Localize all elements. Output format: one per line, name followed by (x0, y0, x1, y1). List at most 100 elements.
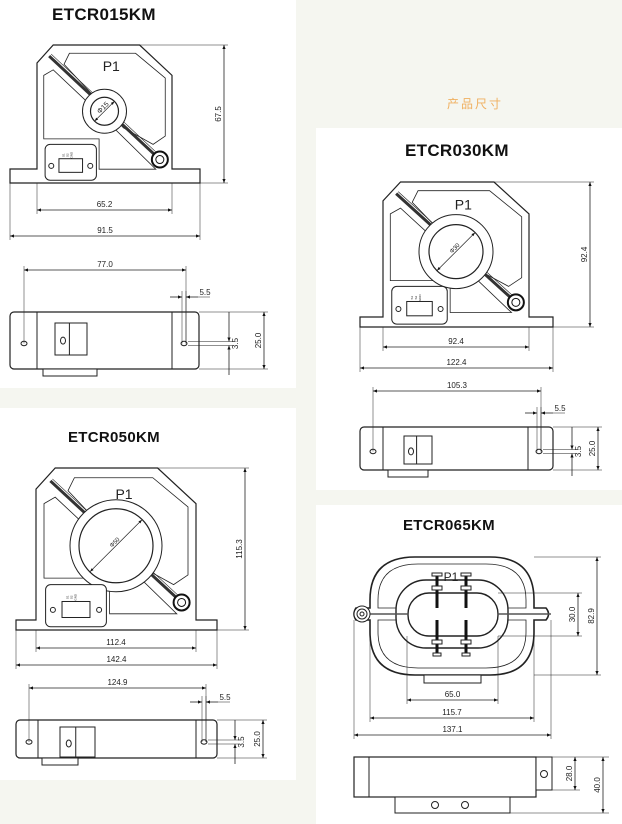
inner-region-bottom (43, 69, 157, 170)
side-view-body (15, 719, 218, 759)
inner-region-bottom (377, 619, 527, 669)
slot-width-label: 5.5 (219, 693, 231, 702)
screw-icon (87, 162, 94, 169)
height-dim-label: 115.3 (235, 539, 244, 559)
side-view-body (353, 756, 537, 798)
model-title-etcr030km: ETCR030KM (405, 141, 509, 160)
section-title: 产品尺寸 (446, 97, 503, 111)
core-window (407, 592, 499, 637)
side-connector-hole (540, 770, 548, 778)
terminal-block (391, 285, 448, 325)
window-height-dim-label: 30.0 (568, 606, 577, 622)
thickness-dim-label: 25.0 (588, 440, 597, 456)
screw-icon (96, 606, 103, 613)
terminal-label: GND (74, 593, 78, 601)
knob-ring (356, 608, 368, 620)
bar-cap (461, 652, 471, 657)
diameter-line (94, 101, 115, 122)
knob-icon (506, 293, 525, 312)
p1-label: P1 (115, 486, 132, 502)
bottom-tab (423, 674, 482, 684)
bar-cap (431, 572, 443, 577)
terminal-label: S2 (66, 153, 70, 157)
side-view-body (9, 311, 200, 370)
hole-spacing-dim-label: 77.0 (97, 260, 113, 269)
slot-height-label: 3.5 (574, 445, 583, 457)
terminal-socket (61, 600, 91, 618)
mount-hole (180, 340, 188, 347)
inner-width-dim-label: 112.4 (106, 638, 126, 647)
bar-clip (431, 585, 443, 591)
inner-region-bottom (389, 207, 513, 313)
thickness-dim-label: 25.0 (253, 731, 262, 747)
knob-icon (150, 150, 169, 169)
mount-hole (431, 801, 439, 809)
bar-cap (460, 572, 472, 577)
terminal-label: S1 (62, 153, 66, 157)
mount-hole (200, 739, 208, 745)
screw-icon (49, 606, 56, 613)
terminal-socket (58, 158, 84, 173)
height-dim-label: 82.9 (587, 608, 596, 624)
hole-spacing-dim-label: 124.9 (107, 678, 128, 687)
overall-width-dim-label: 137.1 (442, 725, 463, 734)
inner-region-top (67, 477, 189, 586)
mount-hole (461, 801, 469, 809)
height-dim-label: 67.5 (214, 106, 223, 122)
side-view-body (359, 426, 554, 471)
screw-icon (437, 306, 444, 313)
model-title-etcr015km: ETCR015KM (52, 5, 156, 24)
p1-label: P1 (455, 197, 472, 213)
knob-icon (172, 593, 191, 612)
inner-region-top (411, 190, 523, 287)
terminal-label: S1 (410, 296, 414, 300)
p1-label: P1 (103, 58, 120, 74)
bar-cap (432, 652, 442, 657)
overall-width-dim-label: 122.4 (446, 358, 467, 367)
overall-width-dim-label: 142.4 (106, 655, 127, 664)
window-width-dim-label: 65.0 (445, 690, 461, 699)
height-dim-label: 92.4 (580, 246, 589, 262)
p1-label: P1 (444, 570, 459, 584)
side-connector (54, 322, 88, 356)
terminal-label: S2 (414, 296, 418, 300)
model-title-etcr065km: ETCR065KM (403, 517, 495, 534)
inner-region-bottom (43, 496, 178, 615)
knob-icon (353, 605, 371, 623)
knob-inner (511, 297, 521, 307)
model-title-etcr050km: ETCR050KM (68, 429, 160, 446)
overall-depth-dim-label: 40.0 (593, 777, 602, 793)
side-bottom-tab (387, 469, 429, 478)
terminal-label: S1 (66, 595, 70, 599)
terminal-label: GND (70, 151, 74, 159)
screw-icon (48, 162, 55, 169)
slot-height-label: 3.5 (231, 337, 240, 349)
knob-inner (177, 597, 187, 607)
bar-clip (460, 639, 472, 645)
knob-inner (155, 155, 165, 165)
inner-region-top (377, 563, 527, 609)
terminal-block (44, 143, 97, 181)
terminal-socket (406, 300, 433, 317)
bar-clip (460, 585, 472, 591)
screw-icon (395, 306, 402, 313)
mount-hole (535, 448, 543, 455)
side-connector-hole (60, 336, 66, 345)
terminal-label: GND (418, 294, 422, 302)
thickness-dim-label: 25.0 (254, 332, 263, 348)
slot-height-label: 3.5 (237, 736, 246, 748)
body-width-dim-label: 115.7 (442, 708, 462, 717)
overall-width-dim-label: 91.5 (97, 226, 113, 235)
depth-dim-label: 28.0 (565, 765, 574, 781)
side-connector-hole (65, 739, 72, 748)
terminal-label: S2 (70, 595, 74, 599)
slot-width-label: 5.5 (199, 288, 211, 297)
side-connector (535, 756, 553, 791)
side-connector-hole (408, 447, 414, 456)
side-connector (59, 726, 96, 758)
terminal-block (45, 584, 107, 628)
knob-center (359, 611, 365, 617)
hole-spacing-dim-label: 105.3 (447, 381, 468, 390)
inner-width-dim-label: 65.2 (97, 200, 113, 209)
